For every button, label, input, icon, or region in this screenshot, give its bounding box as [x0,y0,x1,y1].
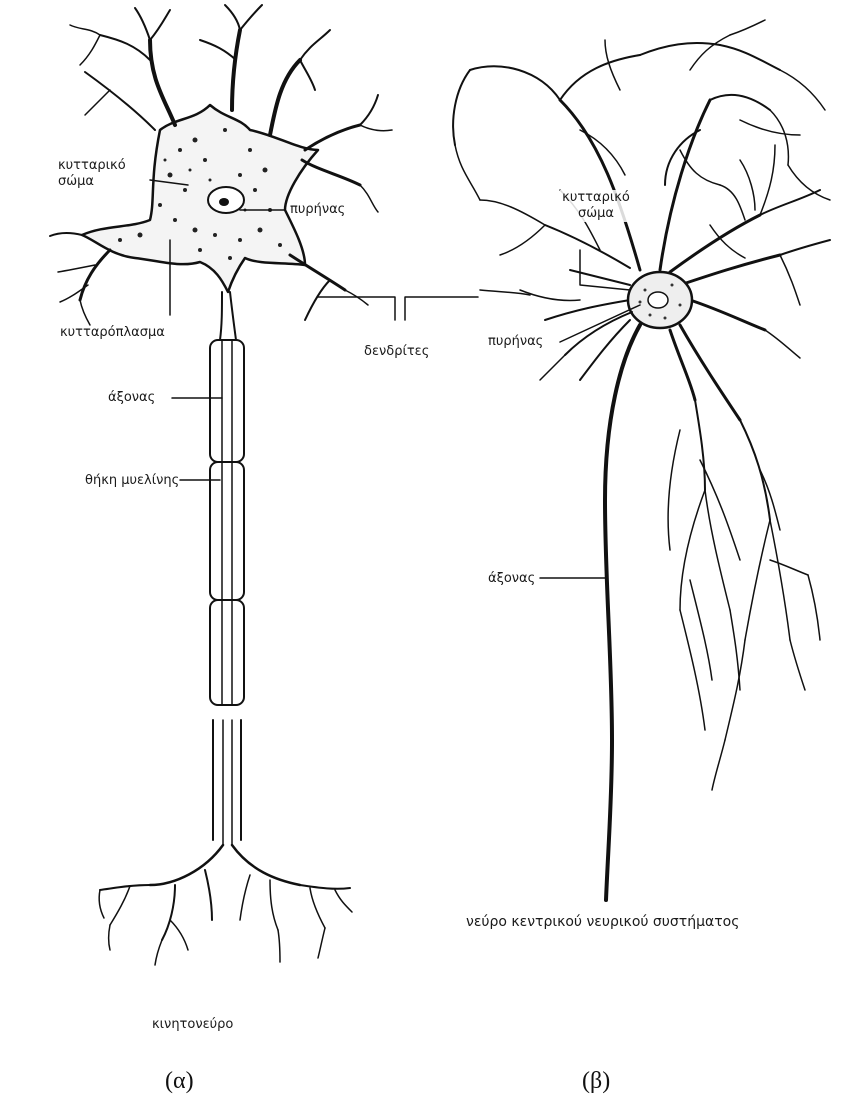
caption-b: (β) [582,1068,610,1095]
neuron-a-title: κινητονεύρο [152,1017,233,1032]
label-cell-body-b: κυτταρικό σώμα [560,190,632,222]
myelin-segment [210,340,244,462]
label-myelin-sheath: θήκη μυελίνης [85,473,179,488]
label-axon-b: άξονας [488,571,535,586]
label-cytoplasm-a: κυτταρόπλασμα [60,325,165,340]
label-nucleus-b: πυρήνας [488,334,543,349]
neuron-b-drawing [453,20,830,900]
neuron-b-title: νεύρο κεντρικού νευρικού συστήματος [466,915,739,930]
label-dendrites: δενδρίτες [364,344,429,359]
myelin-segment [210,462,244,600]
caption-a: (α) [165,1068,194,1095]
label-cell-body-a: κυτταρικό σώμα [58,158,148,190]
label-axon-a: άξονας [108,390,155,405]
neuron-a-cell-body [82,105,318,292]
myelin-segment [210,600,244,705]
neuron-b-axon [605,325,640,900]
neuron-b-nucleus [648,292,668,308]
label-nucleus-a: πυρήνας [290,202,345,217]
